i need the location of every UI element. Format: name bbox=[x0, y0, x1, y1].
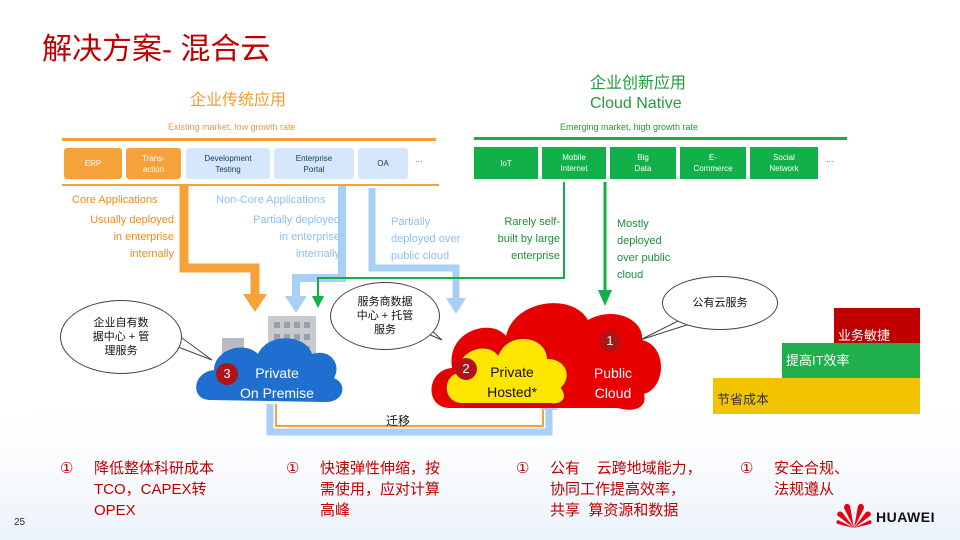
benefit-text: 公有 云跨地域能力， 协同工作提高效率， 共享 算资源和数据 bbox=[550, 460, 702, 519]
cloud-number-2: 2 bbox=[455, 358, 477, 380]
hosted-cloud bbox=[444, 337, 569, 406]
app-box-iot: IoT bbox=[474, 147, 538, 179]
hosted-label: Private Hosted* bbox=[487, 364, 537, 400]
benefit-mark: ① bbox=[286, 460, 300, 477]
bar-it-efficiency: 提高IT效率 bbox=[782, 343, 920, 379]
public-service-bubble: 公有云服务 bbox=[662, 276, 778, 330]
migrate-label: 迁移 bbox=[386, 414, 411, 428]
emerging-market-note: Emerging market, high growth rate bbox=[560, 122, 699, 132]
app-box-mobile-internet: Mobile Internet bbox=[542, 147, 606, 179]
app-box-social-network: Social Network bbox=[750, 147, 818, 179]
on-premise-cloud bbox=[196, 338, 343, 402]
benefit-text: 降低整体科研成本 TCO，CAPEX转 OPEX bbox=[94, 460, 215, 519]
innovative-apps-title-cn: 企业创新应用 bbox=[590, 75, 687, 92]
mostly-public-text: Mostly deployed over public cloud bbox=[617, 218, 671, 281]
benefit-mark: ① bbox=[740, 460, 754, 477]
traditional-apps-title: 企业传统应用 bbox=[190, 92, 287, 109]
huawei-logo-icon bbox=[836, 503, 872, 528]
partial-public-text: Partially deployed over public cloud bbox=[391, 216, 461, 262]
benefit-text: 快速弹性伸缩，按 需使用，应对计算 高峰 bbox=[320, 460, 441, 519]
innovative-apps-title-en: Cloud Native bbox=[590, 95, 682, 112]
benefit-mark: ① bbox=[516, 460, 530, 477]
benefit-item-2: ① 快速弹性伸缩，按 需使用，应对计算 高峰 bbox=[286, 458, 486, 524]
on-premise-label: Private On Premise bbox=[240, 365, 314, 401]
existing-market-note: Existing market, low growth rate bbox=[168, 122, 296, 132]
cloud-number-3: 3 bbox=[216, 363, 238, 385]
core-apps-title: Core Applications bbox=[72, 194, 158, 206]
app-box-enterprise-portal: Enterprise Portal bbox=[274, 148, 354, 179]
noncore-apps-text: Partially deployed in enterprise interna… bbox=[253, 214, 340, 260]
left-ellipsis: ... bbox=[415, 154, 423, 164]
brand-name: HUAWEI bbox=[876, 509, 935, 525]
page-number: 25 bbox=[14, 517, 26, 528]
core-apps-text: Usually deployed in enterprise internall… bbox=[90, 214, 174, 260]
bar-business-agility: 业务敏捷 bbox=[834, 308, 920, 348]
noncore-apps-title: Non-Core Applications bbox=[216, 194, 326, 206]
app-box-dev-testing: Development Testing bbox=[186, 148, 270, 179]
bar-cost-saving: 节省成本 bbox=[713, 378, 920, 414]
public-label: Public Cloud bbox=[593, 365, 633, 401]
benefit-mark: ① bbox=[60, 460, 74, 477]
benefit-item-3: ① 公有 云跨地域能力， 协同工作提高效率， 共享 算资源和数据 bbox=[516, 458, 726, 524]
right-ellipsis: ... bbox=[826, 154, 834, 164]
app-box-big-data: Big Data bbox=[610, 147, 676, 179]
app-box-transaction: Trans- action bbox=[126, 148, 181, 179]
app-box-oa: OA bbox=[358, 148, 408, 179]
orange-divider bbox=[62, 138, 436, 141]
rarely-selfbuilt-text: Rarely self- built by large enterprise bbox=[497, 216, 560, 262]
innovative-apps-title: 企业创新应用 Cloud Native bbox=[590, 74, 686, 114]
benefit-text: 安全合规、 法规遵从 bbox=[774, 460, 850, 498]
app-box-erp: ERP bbox=[64, 148, 122, 179]
hosted-dc-bubble: 服务商数据 中心 + 托管 服务 bbox=[330, 282, 440, 350]
cloud-number-1: 1 bbox=[599, 330, 621, 352]
page-title: 解决方案- 混合云 bbox=[42, 33, 271, 66]
app-box-ecommerce: E- Commerce bbox=[680, 147, 746, 179]
benefit-item-4: ① 安全合规、 法规遵从 bbox=[740, 458, 870, 524]
green-divider bbox=[474, 137, 847, 140]
orange-underline bbox=[62, 184, 439, 186]
benefit-item-1: ① 降低整体科研成本 TCO，CAPEX转 OPEX bbox=[60, 458, 260, 524]
enterprise-dc-bubble: 企业自有数 据中心 + 管 理服务 bbox=[60, 300, 182, 374]
